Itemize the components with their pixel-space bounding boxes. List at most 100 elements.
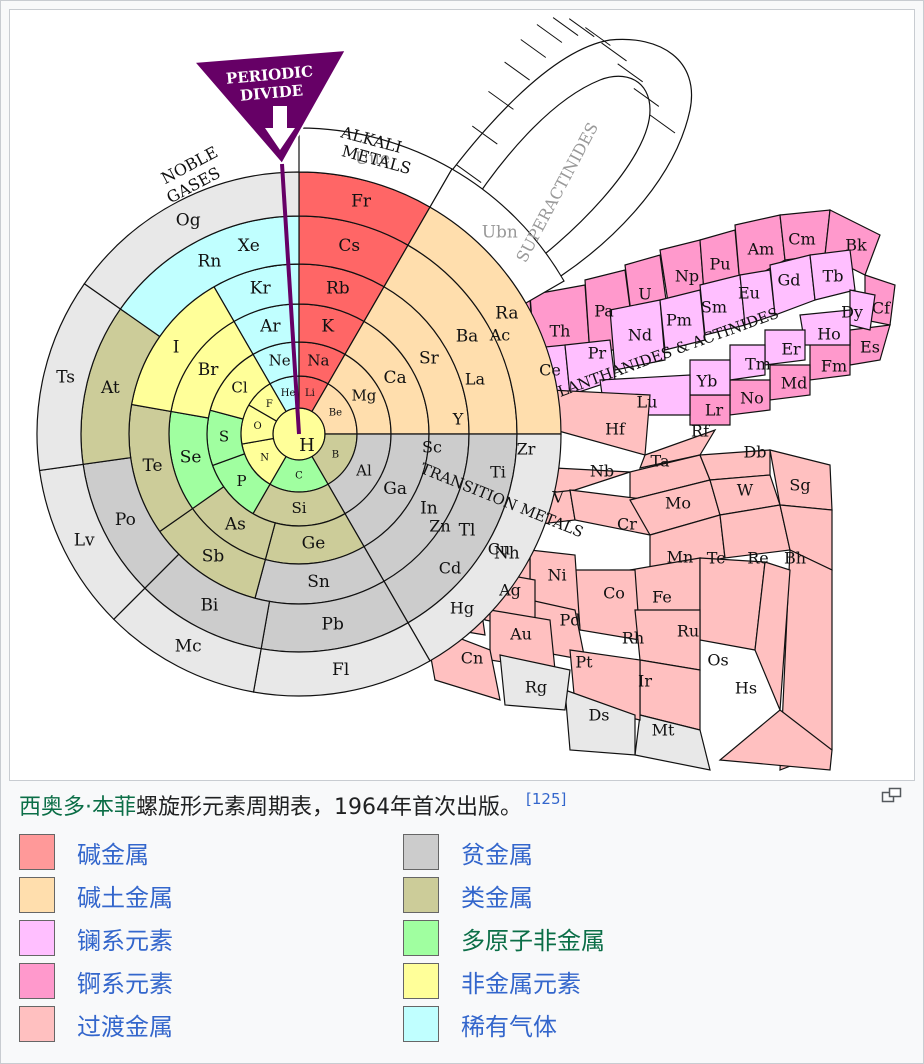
element-cn: Cn [461, 649, 484, 668]
element-rg: Rg [525, 678, 547, 697]
element-b: B [332, 450, 339, 461]
element-sm: Sm [701, 298, 727, 317]
element-cf: Cf [872, 299, 891, 318]
cell-ubn [429, 168, 565, 304]
element-br: Br [198, 360, 219, 380]
legend-swatch [403, 1006, 439, 1042]
legend-label-link[interactable]: 贫金属 [461, 840, 533, 869]
element-li: Li [305, 388, 315, 399]
superactinide-divider [568, 18, 595, 38]
element-am: Am [747, 240, 775, 259]
legend-item: 锕系元素 [19, 962, 173, 1000]
element-mg: Mg [351, 387, 376, 405]
element-ts: Ts [56, 367, 75, 387]
element-fr: Fr [351, 192, 372, 212]
legend-swatch [19, 877, 55, 913]
element-ru: Ru [677, 622, 699, 641]
legend-label-link[interactable]: 多原子非金属 [461, 926, 605, 955]
element-rh: Rh [622, 629, 644, 648]
element-fm: Fm [821, 357, 847, 376]
legend-label-link[interactable]: 镧系元素 [77, 926, 173, 955]
figure-caption: 西奥多·本菲螺旋形元素周期表，1964年首次出版。[125] [19, 789, 566, 821]
element-tm: Tm [745, 355, 771, 374]
element-ar: Ar [259, 316, 281, 336]
periodic-divide-triangle [191, 48, 348, 166]
element-be: Be [329, 408, 342, 419]
element-og: Og [176, 211, 201, 231]
element-mc: Mc [175, 636, 202, 656]
element-w: W [737, 481, 754, 500]
legend-item: 贫金属 [403, 833, 533, 871]
element-tc: Tc [707, 549, 725, 568]
down-arrow-icon [265, 106, 295, 150]
legend-label-link[interactable]: 碱土金属 [77, 883, 173, 912]
element-sr: Sr [419, 349, 440, 369]
element-nd: Nd [628, 326, 652, 345]
element-pr: Pr [588, 344, 607, 363]
element-la: La [465, 370, 486, 389]
element-si: Si [291, 499, 306, 517]
legend-label-link[interactable]: 非金属元素 [461, 969, 581, 998]
cell-og [83, 171, 300, 310]
superactinide-divider [552, 17, 579, 36]
superactinide-divider [536, 24, 563, 43]
reference-link[interactable]: [125] [526, 790, 567, 808]
element-v: V [551, 488, 564, 507]
element-bi: Bi [200, 596, 218, 616]
cell-hf [549, 389, 651, 456]
legend-label-link[interactable]: 稀有气体 [461, 1012, 557, 1041]
element-pu: Pu [709, 255, 730, 274]
superactinide-divider [601, 42, 627, 62]
element-fl: Fl [332, 660, 349, 680]
element-zn: Zn [429, 517, 450, 536]
element-nb: Nb [590, 462, 614, 481]
element-ni: Ni [547, 566, 566, 585]
periodic-divide-line [280, 163, 301, 435]
author-link[interactable]: 西奥多·本菲 [19, 795, 136, 820]
element-i: I [173, 337, 180, 357]
element-f: F [266, 399, 273, 410]
legend-label-link[interactable]: 过渡金属 [77, 1012, 173, 1041]
element-ag: Ag [498, 581, 521, 600]
element-gd: Gd [777, 271, 800, 290]
element-re: Re [747, 549, 769, 568]
superactinide-divider [585, 27, 611, 46]
superactinide-divider [520, 39, 547, 58]
element-fe: Fe [652, 588, 672, 607]
element-mt: Mt [652, 721, 675, 740]
element-no: No [740, 389, 764, 408]
legend-swatch [19, 920, 55, 956]
legend-label-link[interactable]: 类金属 [461, 883, 533, 912]
element-ds: Ds [588, 706, 609, 725]
element-in: In [420, 499, 438, 519]
cell-hs [718, 709, 833, 771]
element-ce: Ce [539, 361, 561, 380]
legend-item: 类金属 [403, 876, 533, 914]
element-rn: Rn [198, 251, 222, 271]
element-po: Po [115, 510, 136, 530]
legend-swatch [403, 963, 439, 999]
element-ti: Ti [490, 463, 506, 482]
element-cr: Cr [617, 515, 637, 534]
legend-swatch [19, 1006, 55, 1042]
legend-label-link[interactable]: 碱金属 [77, 840, 149, 869]
element-nh: Nh [494, 544, 520, 564]
element-pd: Pd [559, 611, 580, 630]
element-cu: Cu [488, 540, 511, 559]
element-pb: Pb [322, 615, 344, 635]
element-os: Os [707, 651, 728, 670]
element-ba: Ba [456, 327, 479, 347]
superactinide-divider [504, 61, 530, 81]
element-md: Md [781, 374, 808, 393]
legend-label-link[interactable]: 锕系元素 [77, 969, 173, 998]
element-at: At [100, 378, 120, 398]
element-np: Np [675, 267, 699, 286]
legend-item: 非金属元素 [403, 962, 581, 1000]
legend-swatch [403, 834, 439, 870]
legend-item: 多原子非金属 [403, 919, 605, 957]
enlarge-icon[interactable] [881, 787, 903, 805]
legend-swatch [19, 963, 55, 999]
superactinide-divider [472, 125, 498, 145]
